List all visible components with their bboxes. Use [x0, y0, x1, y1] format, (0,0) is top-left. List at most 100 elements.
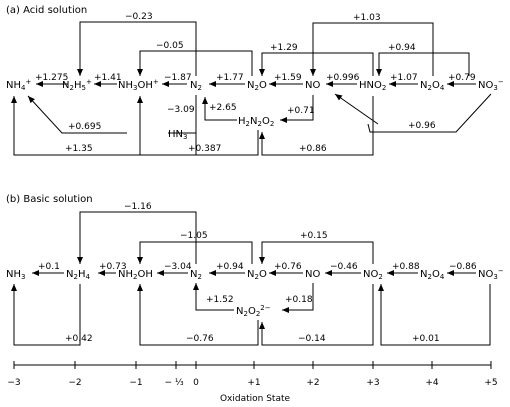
acid-link-no3-hno2	[376, 52, 470, 76]
pot-top-n2o-n2h5: −0.23	[125, 12, 153, 22]
acid-link-no3-no	[310, 22, 434, 76]
species-n2h5: N2H5+	[62, 78, 92, 92]
species-hno2: HNO2	[359, 80, 386, 92]
pot-n2h5-nh4: +1.275	[35, 73, 68, 83]
basic-link-no2-n2o	[259, 241, 374, 264]
pot-hno2-no: +0.996	[326, 73, 360, 83]
species-n2o-basic: N2O	[247, 269, 267, 281]
tick-label: 0	[193, 378, 199, 388]
acid-link-hno2-h2n2o2	[259, 96, 374, 156]
tick-label: − ⅓	[164, 378, 183, 388]
pot-top-no3-hno2: +0.94	[388, 43, 416, 53]
species-nh3oh: NH3OH+	[118, 78, 159, 92]
pot-n2-hn3: −3.09	[167, 105, 195, 115]
species-n2o2: N2O22−	[236, 304, 271, 318]
pot-top-hno2-n2o: +1.29	[270, 43, 298, 53]
basic-link-no2-n2o2	[259, 284, 374, 346]
acid-link-h2n2o2-nh3oh	[137, 96, 259, 156]
pot-no3-n2o4-basic: −0.86	[449, 262, 477, 272]
pot-top-no2-n2o: +0.15	[300, 231, 328, 241]
pot-top-n2o-nh3oh: −0.05	[156, 41, 184, 51]
basic-link-n2o2-nh2oh	[137, 284, 259, 346]
pot-bottom-hno2-h2n2o2: +0.86	[299, 144, 327, 154]
species-n2o: N2O	[247, 80, 267, 92]
pot-top-n2o-nh2oh: −1.05	[180, 231, 208, 241]
basic-potentials: +0.1 +0.73 −3.04 +0.94 +0.76 −0.46 +0.88…	[38, 202, 477, 344]
tick-label: −2	[68, 378, 81, 388]
basic-link-n2o2-n2	[193, 283, 234, 311]
basic-connectors	[11, 211, 491, 346]
basic-link-n2o-nh2oh	[137, 241, 253, 264]
acid-title: (a) Acid solution	[6, 5, 87, 16]
pot-n2o4-no2: +0.88	[392, 262, 420, 272]
pot-bottom-no2-n2o2: −0.14	[298, 334, 326, 344]
species-n2: N2	[190, 80, 202, 92]
acid-link-no-h2n2o2	[280, 95, 314, 123]
pot-n2-nh2oh: −3.04	[164, 262, 192, 272]
acid-link-hn3-nh4	[27, 95, 127, 134]
acid-link-h2n2o2-n2	[202, 97, 237, 121]
oxidation-axis: −3 −2 −1 − ⅓ 0 +1 +2 +3 +4 +5 Oxidation …	[7, 361, 498, 404]
pot-no3-n2o4: +0.79	[448, 73, 476, 83]
pot-n2o4-hno2: +1.07	[390, 73, 418, 83]
pot-n2h4-nh3: +0.1	[38, 262, 60, 272]
species-n2h4: N2H4	[66, 269, 90, 281]
acid-connectors	[11, 21, 492, 156]
tick-label: +2	[306, 378, 319, 388]
acid-link-n2-nh4	[11, 95, 197, 156]
tick-label: +3	[366, 378, 379, 388]
pot-no-n2o2: +0.18	[285, 295, 313, 305]
acid-potentials: +1.275 +1.41 −1.87 +1.77 +1.59 +0.996 +1…	[35, 12, 476, 154]
pot-bottom-h2n2o2-nh3oh: +0.387	[188, 144, 221, 154]
basic-link-n2o-n2h4	[77, 211, 197, 264]
tick-label: +5	[484, 378, 497, 388]
pot-bottom-no3-no2: +0.01	[412, 334, 440, 344]
species-no: NO	[305, 80, 320, 91]
pot-bottom-n2-nh4: +1.35	[65, 144, 93, 154]
pot-no-n2o-basic: +0.76	[274, 262, 302, 272]
axis-title: Oxidation State	[220, 394, 291, 404]
species-nh3: NH3	[6, 269, 25, 281]
pot-bottom-n2o2-nh2oh: −0.76	[186, 334, 214, 344]
pot-n2o2-n2: +1.52	[206, 295, 234, 305]
pot-n2o-n2-basic: +0.94	[216, 262, 244, 272]
pot-hn3-nh4: +0.695	[68, 122, 101, 132]
pot-nh3oh-n2h5: +1.41	[94, 73, 122, 83]
pot-top-no3-no: +1.03	[353, 13, 381, 23]
pot-nh2oh-n2h4: +0.73	[99, 262, 127, 272]
axis-ticks	[13, 361, 492, 369]
pot-no2-no: −0.46	[330, 262, 358, 272]
species-nh2oh: NH2OH	[118, 269, 153, 281]
tick-label: −3	[7, 378, 20, 388]
basic-link-n2h4-nh3	[11, 284, 81, 346]
acid-species: NH4+ N2H5+ NH3OH+ N2 N2O NO HNO2 N2O4 NO…	[6, 78, 504, 141]
species-n2o4: N2O4	[420, 80, 445, 92]
species-n2-basic: N2	[190, 269, 202, 281]
species-no-basic: NO	[305, 269, 320, 280]
tick-label: +4	[425, 378, 439, 388]
pot-no-n2o: +1.59	[274, 73, 302, 83]
acid-link-n2o-nh3oh	[137, 50, 253, 76]
pot-h2n2o2-n2: +2.65	[209, 103, 237, 113]
pot-bottom-n2h4-nh3: +0.42	[65, 334, 93, 344]
basic-link-no3-no2	[378, 284, 491, 346]
species-hn3: HN3	[168, 129, 187, 141]
pot-n2o-n2: +1.77	[216, 73, 244, 83]
tick-label: +1	[247, 378, 260, 388]
axis-tick-labels: −3 −2 −1 − ⅓ 0 +1 +2 +3 +4 +5	[7, 378, 497, 388]
tick-label: −1	[129, 378, 142, 388]
pot-no3-hno2-low: +0.96	[408, 121, 436, 131]
species-no2-basic: NO2	[363, 269, 383, 281]
pot-n2-nh3oh: −1.87	[164, 73, 192, 83]
basic-title: (b) Basic solution	[6, 194, 93, 205]
species-n2o4-basic: N2O4	[420, 269, 445, 281]
acid-link-no3-hno2-low-tail	[334, 93, 379, 125]
acid-link-no3-hno2-low	[367, 93, 492, 133]
pot-no-h2n2o2: +0.71	[287, 106, 315, 116]
acid-link-n2o-n2h5	[77, 21, 197, 76]
species-no3-basic: NO3−	[478, 267, 504, 281]
species-no3: NO3−	[478, 78, 504, 92]
species-h2n2o2: H2N2O2	[238, 116, 274, 128]
